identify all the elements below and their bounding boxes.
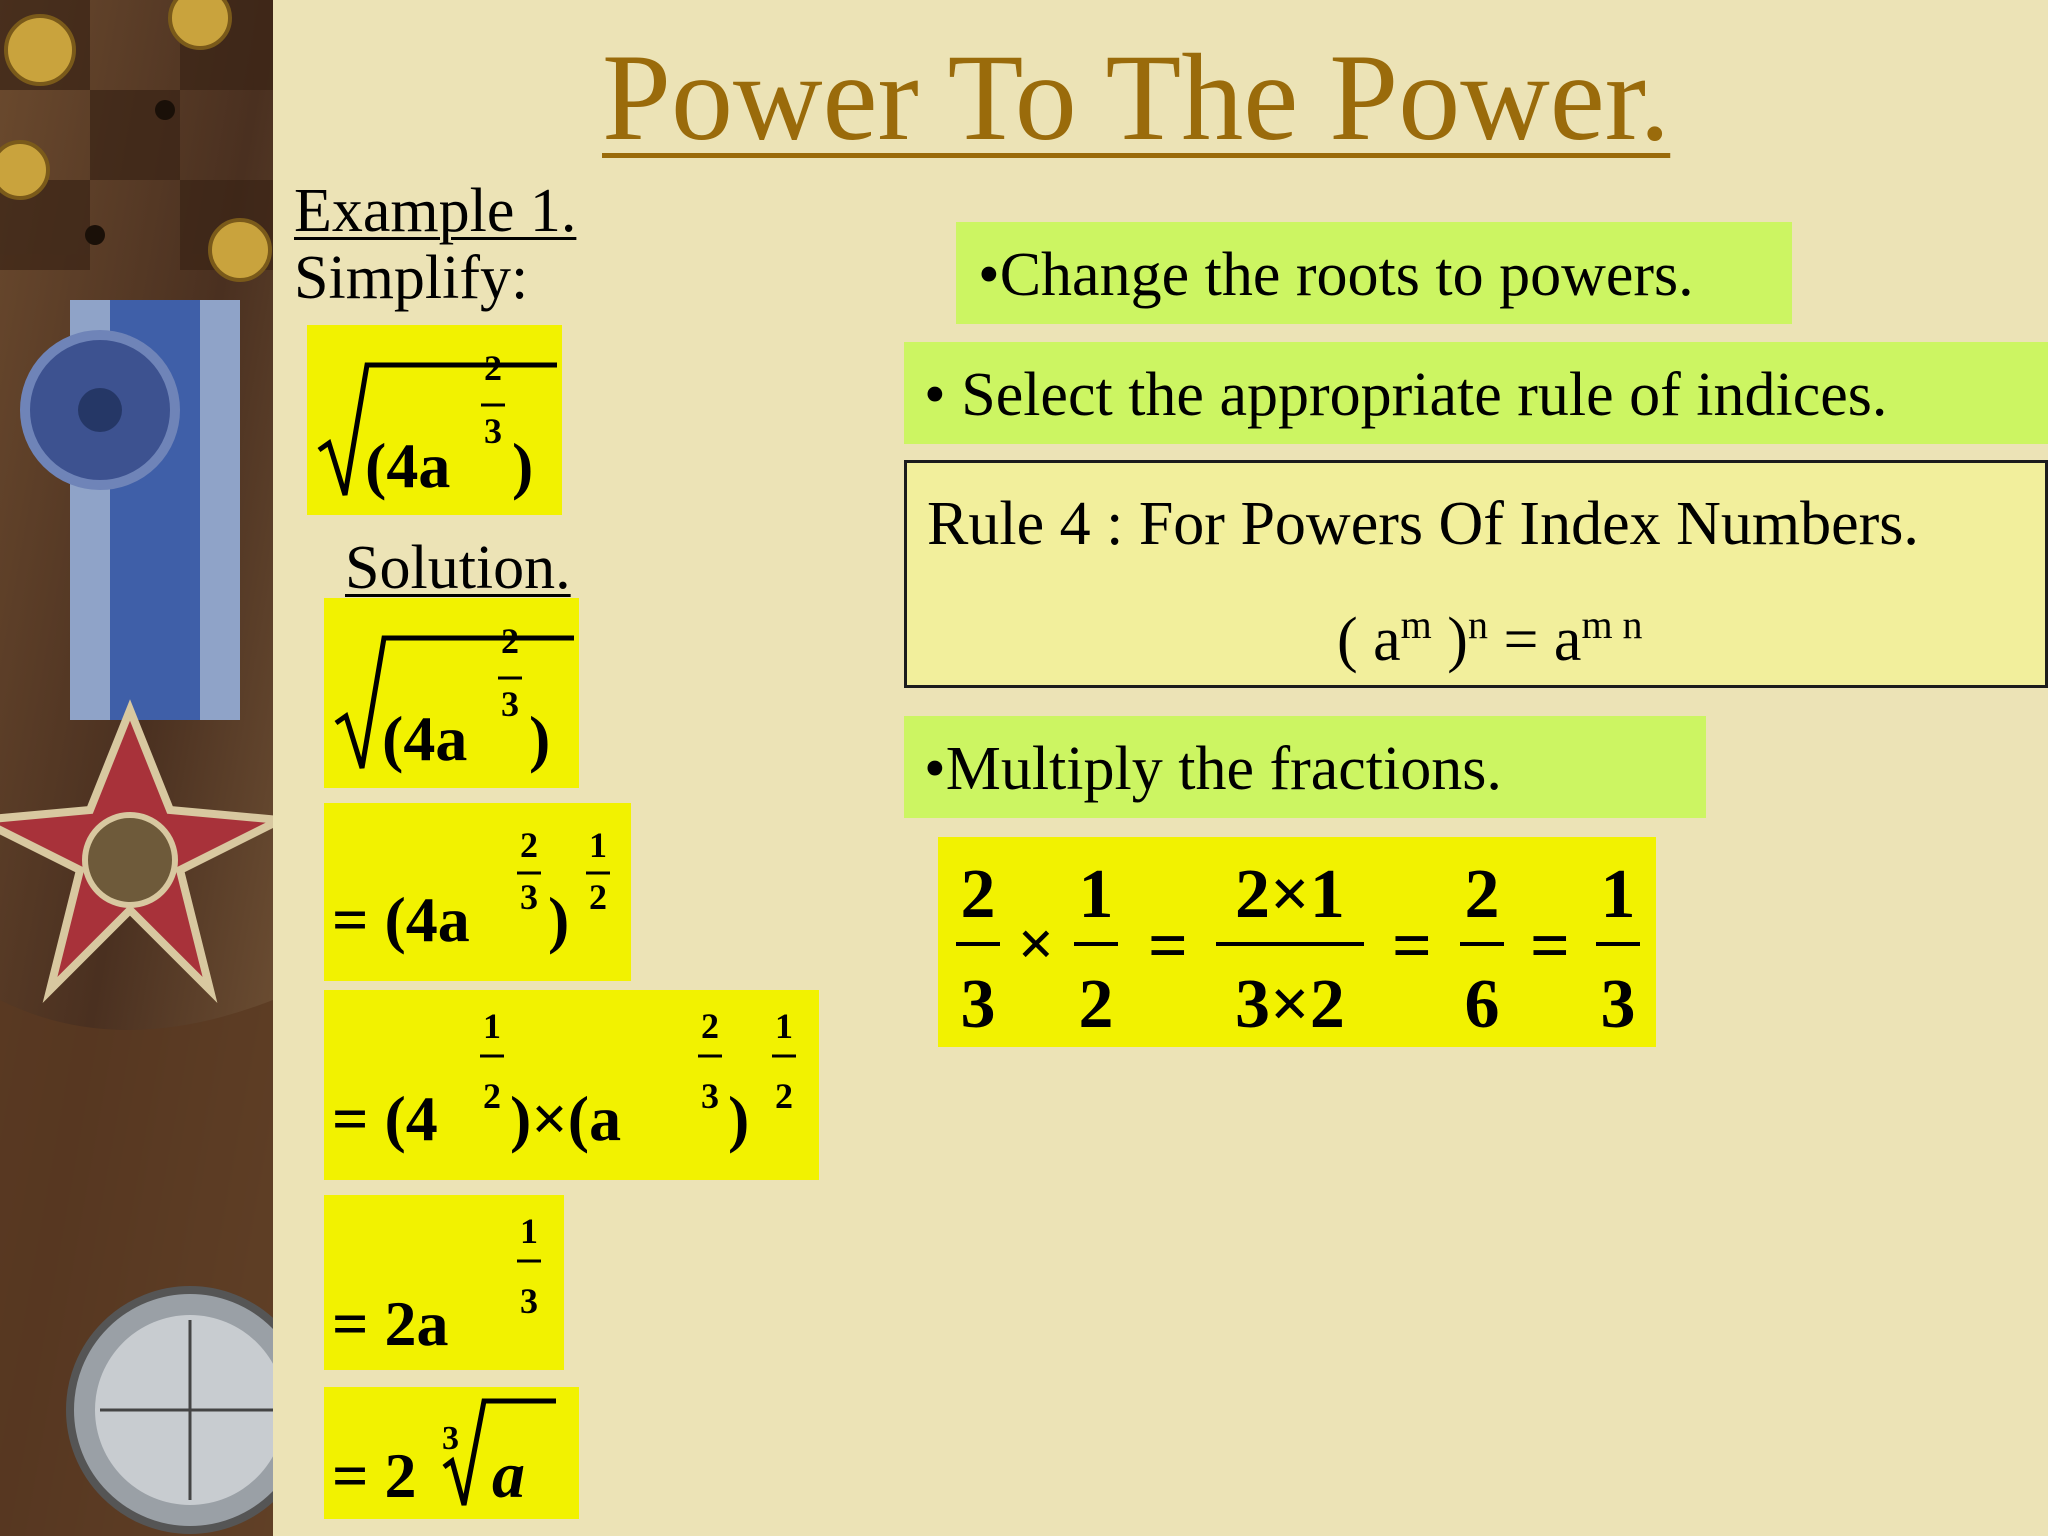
rule-lhs-m: m: [1400, 602, 1432, 647]
rule-lhs-open: ( a: [1337, 606, 1401, 674]
radical-sign: [334, 635, 574, 769]
rule-equals: = a: [1487, 606, 1582, 674]
step-select-rule: • Select the appropriate rule of indices…: [904, 342, 2048, 444]
step-3-expression: = 2a 1 3: [324, 1195, 564, 1370]
expr-base: = (4a: [332, 884, 470, 955]
simplify-label: Simplify:: [294, 244, 529, 312]
slide-title: Power To The Power.: [602, 29, 1671, 166]
expr-close: ): [728, 1083, 749, 1154]
exp-denominator: 3: [484, 411, 502, 451]
equals-1: =: [1148, 908, 1188, 985]
rule-formula: ( am )n = am n: [1337, 602, 1643, 674]
rule-rhs-exp: m n: [1581, 602, 1643, 647]
equals-2: =: [1392, 908, 1432, 985]
expr-base: = 2a: [332, 1288, 448, 1359]
solution-label: Solution.: [345, 534, 571, 602]
radical-sign: [317, 362, 557, 496]
rule-lhs-close: ): [1431, 606, 1468, 674]
rule-lhs-n: n: [1467, 602, 1488, 647]
outer-exp-den: 2: [589, 877, 607, 917]
expr-close: ): [512, 430, 533, 501]
radical-sign: [442, 1398, 556, 1506]
a-exp-den: 3: [701, 1076, 719, 1116]
problem-expression: (4a 2 3 ): [307, 325, 562, 515]
rule-title: Rule 4 : For Powers Of Index Numbers.: [927, 490, 1919, 558]
frac5-num: 1: [1601, 856, 1636, 933]
step-1-expression: = (4a 2 3 ) 1 2: [324, 803, 631, 981]
a-exp-num: 2: [701, 1006, 719, 1046]
exp-numerator: 1: [520, 1211, 538, 1251]
outer-exp-num: 1: [775, 1006, 793, 1046]
outer-exp-num: 1: [589, 825, 607, 865]
expr-base: (4a: [365, 430, 450, 501]
frac3-num: 2×1: [1235, 856, 1345, 933]
exp-denominator: 3: [520, 1281, 538, 1321]
step-multiply: •Multiply the fractions.: [904, 716, 1706, 818]
decorative-side-image: [0, 0, 273, 1536]
root-index: 3: [442, 1420, 459, 1457]
inner-exp-den: 3: [520, 877, 538, 917]
step-change-roots: •Change the roots to powers.: [956, 222, 1792, 324]
equals-3: =: [1530, 908, 1570, 985]
frac2-num: 1: [1079, 856, 1114, 933]
example-heading: Example 1.: [294, 177, 577, 245]
outer-exp-den: 2: [775, 1076, 793, 1116]
frac2-den: 2: [1079, 966, 1114, 1043]
frac1-num: 2: [961, 856, 996, 933]
frac5-den: 3: [1601, 966, 1636, 1043]
frac4-num: 2: [1465, 856, 1500, 933]
frac3-den: 3×2: [1235, 966, 1345, 1043]
expr-base: = (4: [332, 1083, 438, 1154]
solution-expression: (4a 2 3 ): [324, 598, 579, 788]
step-4-expression: = 2 3 a: [324, 1387, 579, 1519]
frac1-den: 3: [961, 966, 996, 1043]
inner-exp-num: 2: [520, 825, 538, 865]
rule-box: Rule 4 : For Powers Of Index Numbers. ( …: [904, 460, 2048, 688]
radicand: a: [492, 1439, 525, 1512]
exp-numerator: 2: [484, 348, 502, 388]
four-exp-den: 2: [483, 1076, 501, 1116]
four-exp-num: 1: [483, 1006, 501, 1046]
expr-base: (4a: [382, 703, 467, 774]
expr-close: ): [548, 884, 569, 955]
fraction-calculation: 2 3 × 1 2 = 2×1 3×2 = 2 6 = 1 3: [938, 837, 1656, 1047]
exp-denominator: 3: [501, 684, 519, 724]
exp-numerator: 2: [501, 621, 519, 661]
expr-base: = 2: [332, 1440, 416, 1511]
times-symbol: ×: [1018, 908, 1054, 979]
step-2-expression: = (4 1 2 )×(a 2 3 ) 1 2: [324, 990, 819, 1180]
frac4-den: 6: [1465, 966, 1500, 1043]
expr-close: ): [529, 703, 550, 774]
expr-middle: )×(a: [510, 1083, 621, 1154]
